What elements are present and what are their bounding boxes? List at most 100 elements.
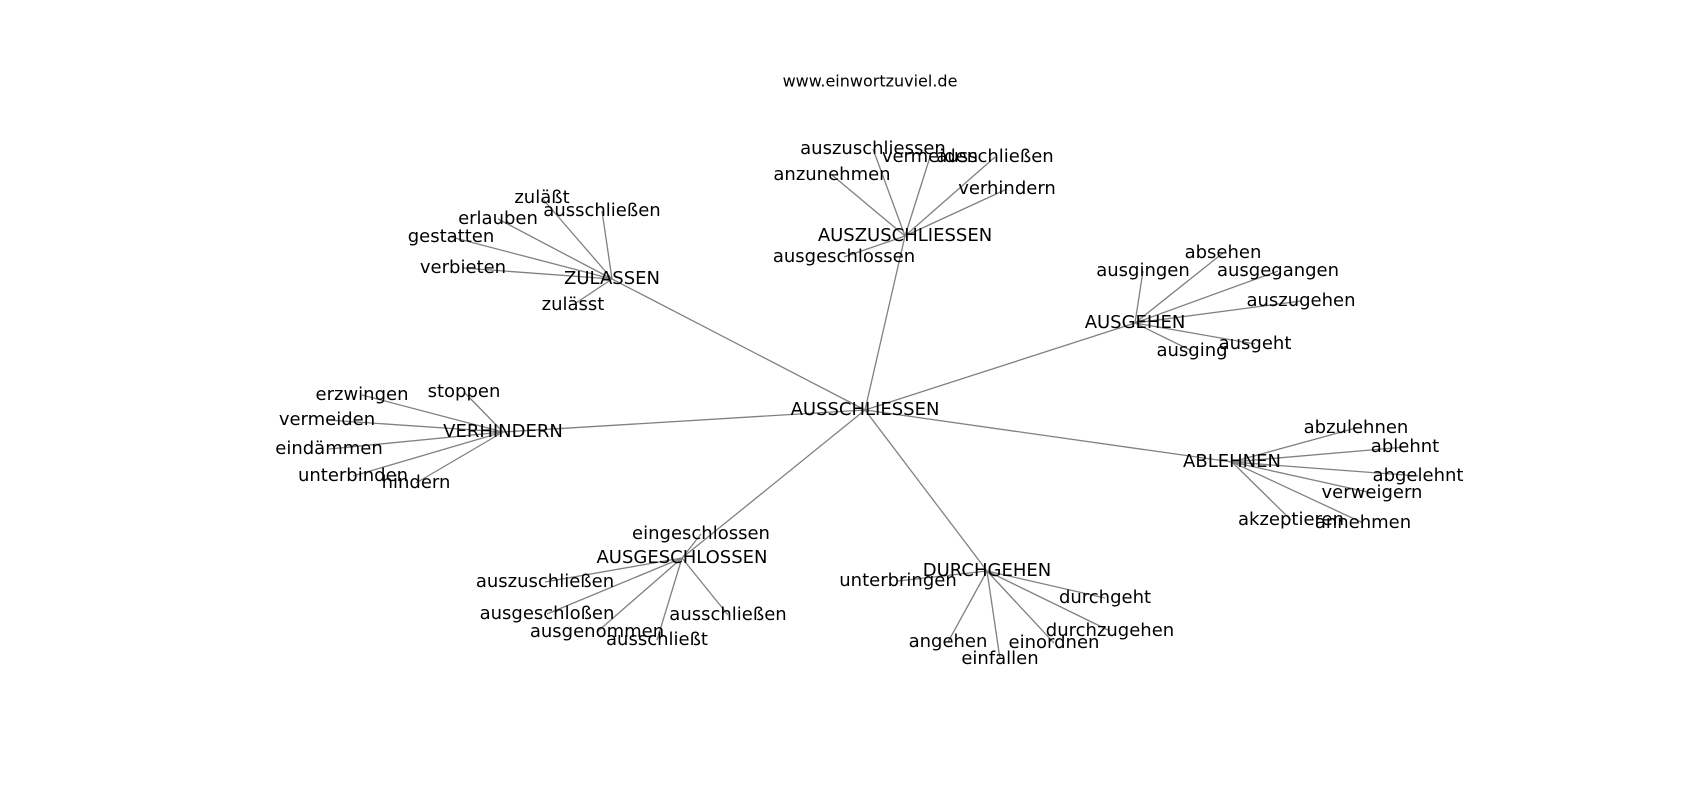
edge-ausgeschlossen_hub-ausschliessen_g <box>681 557 729 616</box>
leaf-node-abzulehnen: abzulehnen <box>1304 417 1409 438</box>
leaf-node-zulaesst: zulässt <box>542 294 605 315</box>
edge-ausgeschlossen_hub-auszuschliessen_g <box>544 557 683 583</box>
edge-ablehnen-abgelehnt <box>1231 461 1419 477</box>
edge-ausschliessen-ausgeschlossen_hub <box>681 409 866 559</box>
edge-ablehnen-verweigern <box>1231 461 1373 494</box>
edge-verhindern_hub-erzwingen <box>361 394 504 433</box>
leaf-node-gestatten: gestatten <box>408 226 495 247</box>
leaf-node-ausgegangen: ausgegangen <box>1217 260 1339 281</box>
hub-node-verhindern-hub: VERHINDERN <box>443 421 563 442</box>
edge-zulassen-erlauben <box>497 218 613 280</box>
edge-verhindern_hub-vermeiden_v <box>326 419 504 433</box>
edge-ausschliessen-verhindern_hub <box>502 409 866 433</box>
edge-ausgeschlossen_hub-ausschliesst <box>656 557 683 641</box>
edge-ausschliessen-auszuschliessen_hub <box>864 235 906 411</box>
edge-layer <box>326 148 1419 660</box>
leaf-node-vermeiden-v: vermeiden <box>279 409 375 430</box>
leaf-node-auszuschliessen-leaf: auszuschliessen <box>800 138 946 159</box>
leaf-node-ablehnt: ablehnt <box>1371 436 1439 457</box>
edge-ausgehen-absehen <box>1134 252 1224 324</box>
edge-auszuschliessen_hub-ausschliessen_a <box>904 156 996 237</box>
edge-durchgehen-durchzugehen <box>986 570 1111 632</box>
hub-node-durchgehen: DURCHGEHEN <box>923 560 1051 581</box>
leaf-node-ausging: ausging <box>1156 340 1227 361</box>
leaf-node-unterbinden: unterbinden <box>298 465 408 486</box>
leaf-node-einordnen: einordnen <box>1009 632 1100 653</box>
edge-ausgehen-ausgingen <box>1134 270 1144 324</box>
leaf-node-annehmen: annehmen <box>1315 512 1411 533</box>
leaf-node-ausgeht: ausgeht <box>1219 333 1292 354</box>
edge-ausschliessen-durchgehen <box>864 409 988 572</box>
edge-zulassen-zulaesst_alt <box>541 197 613 280</box>
label-layer: www.einwortzuviel.de AUSSCHLIESSENZULASS… <box>275 72 1463 670</box>
leaf-node-verweigern: verweigern <box>1322 482 1423 503</box>
edge-verhindern_hub-eindaemmen <box>328 431 504 450</box>
leaf-node-erlauben: erlauben <box>458 208 538 229</box>
leaf-node-ausgeschlossen-g: ausgeschloßen <box>480 603 615 624</box>
edge-ablehnen-ablehnt <box>1231 446 1406 463</box>
edge-verhindern_hub-hindern <box>415 431 504 484</box>
leaf-node-angehen: angehen <box>909 631 988 652</box>
leaf-node-durchgeht: durchgeht <box>1059 587 1151 608</box>
hub-node-zulassen: ZULASSEN <box>564 268 660 289</box>
edge-ausgeschlossen_hub-ausgenommen <box>596 557 683 633</box>
edge-durchgehen-angehen <box>947 570 988 643</box>
edge-zulassen-gestatten <box>450 236 613 280</box>
leaf-node-einfallen: einfallen <box>961 648 1038 669</box>
edge-ausschliessen-ablehnen <box>864 409 1233 463</box>
leaf-node-auszugehen: auszugehen <box>1246 290 1355 311</box>
edge-auszuschliessen_hub-verhindern_leaf <box>904 188 1008 237</box>
leaf-node-stoppen: stoppen <box>428 381 501 402</box>
leaf-node-verhindern-leaf: verhindern <box>958 178 1056 199</box>
edge-verhindern_hub-unterbinden <box>352 431 504 477</box>
edge-zulassen-verbieten <box>462 267 613 280</box>
edge-ausgehen-ausging <box>1134 322 1193 352</box>
edge-ausschliessen-zulassen <box>611 278 866 411</box>
edge-ausgehen-ausgeht <box>1134 322 1256 345</box>
leaf-node-eingeschlossen: eingeschlossen <box>632 523 770 544</box>
leaf-node-unterbringen: unterbringen <box>839 570 957 591</box>
edge-ausgehen-auszugehen <box>1134 300 1302 324</box>
leaf-node-durchzugehen: durchzugehen <box>1046 620 1174 641</box>
leaf-node-ausgeschlossen-leaf: ausgeschlossen <box>773 246 915 267</box>
hub-node-ausgeschlossen-hub: AUSGESCHLOSSEN <box>596 547 767 568</box>
edge-zulassen-ausschliessen_z <box>601 210 613 280</box>
edge-auszuschliessen_hub-anzunehmen <box>831 174 906 237</box>
edge-auszuschliessen_hub-vermeiden_a <box>904 156 931 237</box>
edge-auszuschliessen_hub-auszuschliessen_leaf <box>872 148 906 237</box>
leaf-node-zulaesst-alt: zuläßt <box>514 187 569 208</box>
site-title: www.einwortzuviel.de <box>783 72 958 91</box>
edge-verhindern_hub-stoppen <box>463 391 504 433</box>
edge-durchgehen-einordnen <box>986 570 1055 644</box>
edge-ausschliessen-ausgehen <box>864 322 1136 411</box>
hub-node-ausgehen: AUSGEHEN <box>1085 312 1186 333</box>
node-label-group: AUSSCHLIESSENZULASSENAUSZUSCHLIESSENAUSG… <box>275 138 1463 669</box>
leaf-node-ausgenommen: ausgenommen <box>530 621 664 642</box>
leaf-node-akzeptieren: akzeptieren <box>1238 509 1344 530</box>
leaf-node-abgelehnt: abgelehnt <box>1373 465 1464 486</box>
leaf-node-verbieten: verbieten <box>420 257 506 278</box>
edge-ablehnen-annehmen <box>1231 461 1364 524</box>
edge-durchgehen-unterbringen <box>897 570 988 582</box>
hub-node-ablehnen: ABLEHNEN <box>1183 451 1281 472</box>
edge-ablehnen-akzeptieren <box>1231 461 1292 521</box>
leaf-node-eindaemmen: eindämmen <box>275 438 383 459</box>
leaf-node-hindern: hindern <box>382 472 451 493</box>
edge-auszuschliessen_hub-ausgeschlossen_leaf <box>843 235 906 258</box>
leaf-node-ausgingen: ausgingen <box>1096 260 1190 281</box>
edge-durchgehen-einfallen <box>986 570 1001 660</box>
leaf-node-ausschliessen-g: ausschließen <box>669 604 786 625</box>
leaf-node-ausschliessen-z: ausschließen <box>543 200 660 221</box>
edge-ablehnen-abzulehnen <box>1231 427 1357 463</box>
hub-node-auszuschliessen-hub: AUSZUSCHLIESSEN <box>818 225 992 246</box>
leaf-node-ausschliesst: ausschließt <box>606 629 708 650</box>
edge-ausgeschlossen_hub-eingeschlossen <box>681 533 702 559</box>
leaf-node-vermeiden-a: vermeiden <box>882 146 978 167</box>
leaf-node-absehen: absehen <box>1185 242 1262 263</box>
leaf-node-erzwingen: erzwingen <box>316 384 409 405</box>
leaf-node-auszuschliessen-g: auszuschließen <box>476 571 614 592</box>
edge-durchgehen-durchgeht <box>986 570 1106 599</box>
edge-zulassen-zulaesst <box>572 278 613 306</box>
edge-ausgeschlossen_hub-ausgeschlossen_g <box>546 557 683 615</box>
